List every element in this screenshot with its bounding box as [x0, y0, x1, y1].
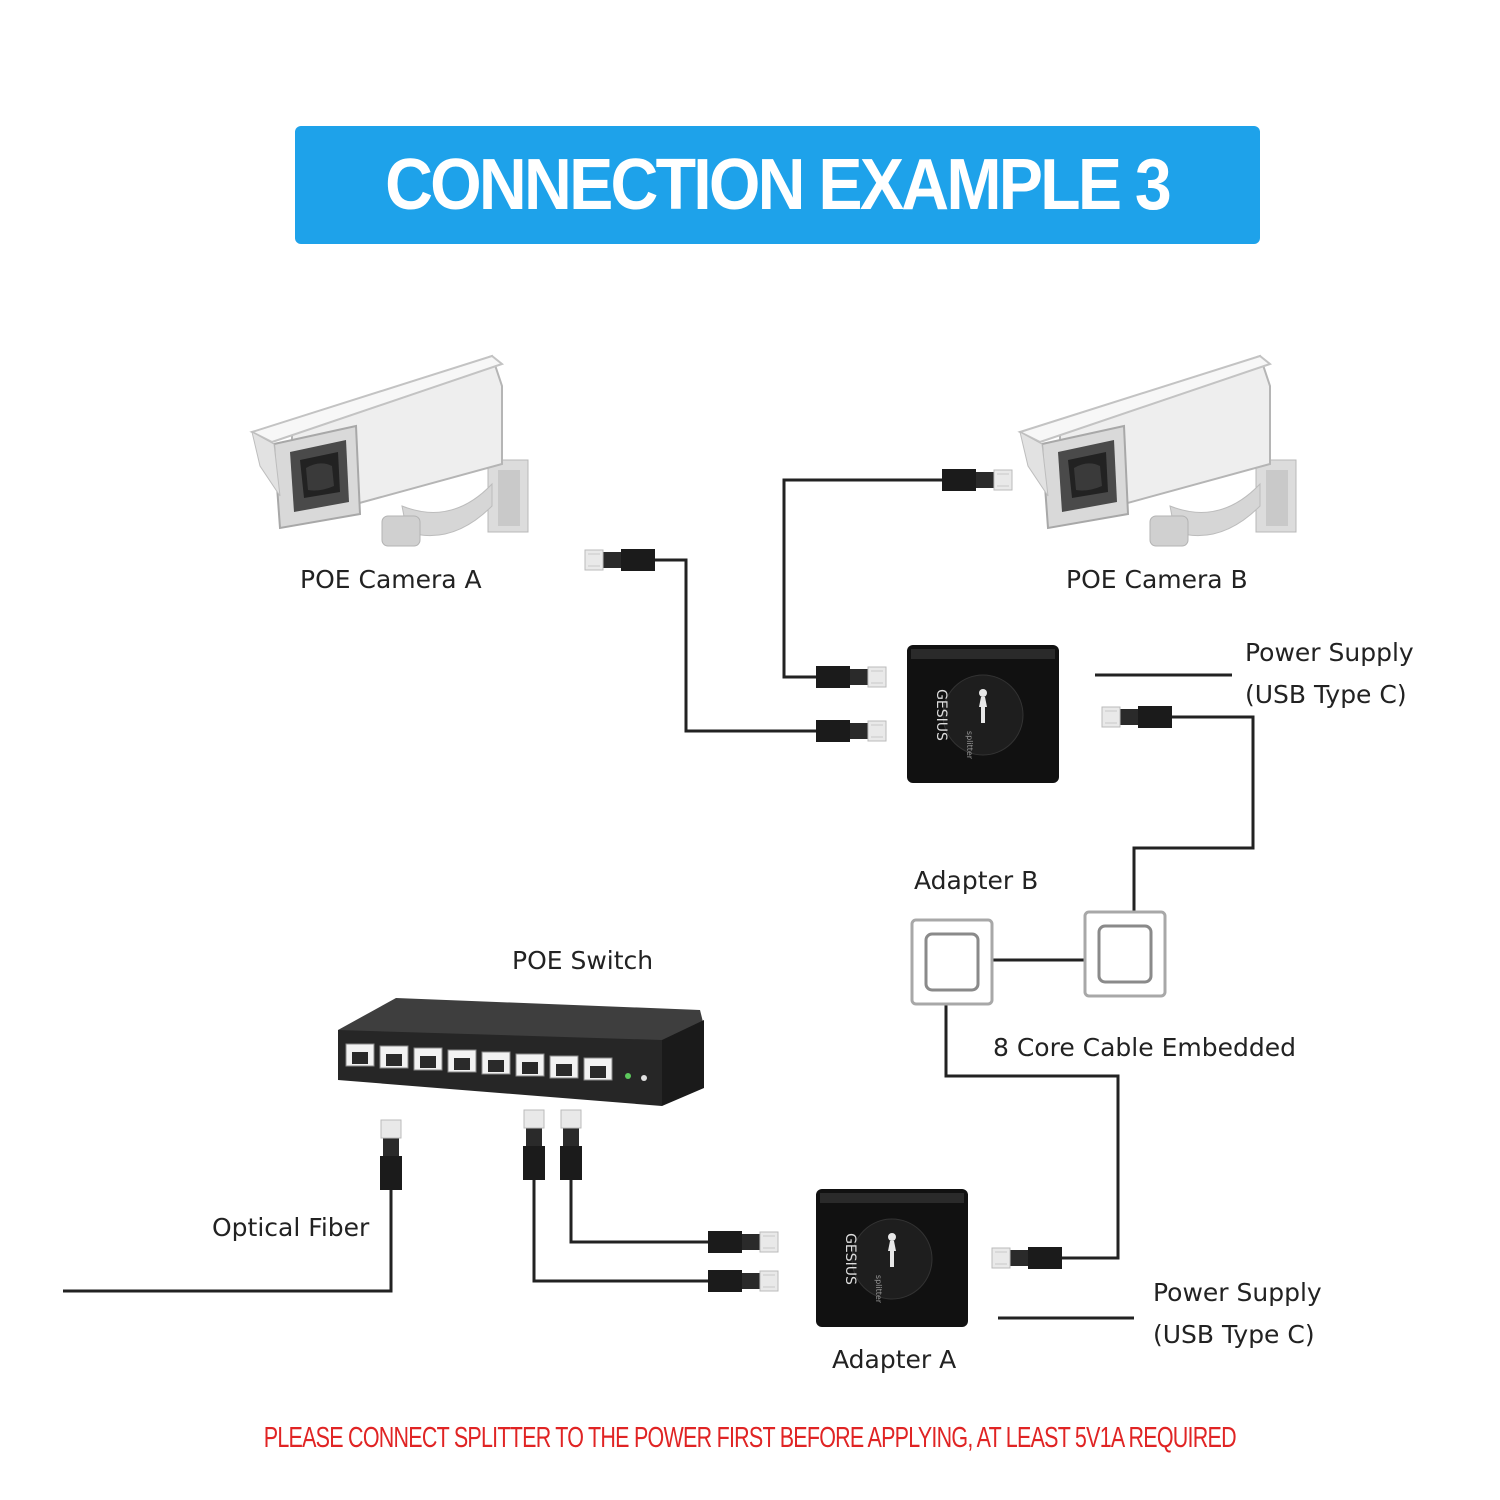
rj45-plug-icon: [584, 548, 656, 572]
rj45-plug-icon: [559, 1109, 583, 1181]
rj45-plug-icon: [707, 1269, 779, 1293]
power-supply-top-line1: Power Supply: [1245, 638, 1414, 667]
rj45-plug-icon: [379, 1119, 403, 1191]
rj45-plug-icon: [991, 1246, 1063, 1270]
power-supply-bottom-line2: (USB Type C): [1153, 1320, 1315, 1349]
adapter-a-label: Adapter A: [832, 1345, 957, 1374]
title-text: CONNECTION EXAMPLE 3: [385, 145, 1173, 225]
rj45-plug-icon: [941, 468, 1013, 492]
cable-splitter-b-out: [1132, 715, 1255, 912]
poe-switch-icon: [338, 998, 704, 1106]
poe-switch-label: POE Switch: [512, 946, 654, 975]
camera-b-label: POE Camera B: [1066, 565, 1248, 594]
rj45-plug-icon: [1101, 705, 1173, 729]
cable-camera-a: [655, 558, 816, 733]
rj45-plug-icon: [815, 665, 887, 689]
power-warning: PLEASE CONNECT SPLITTER TO THE POWER FIR…: [0, 1422, 1500, 1455]
camera-a-icon: [251, 355, 529, 547]
cable-switch-2: [569, 1180, 708, 1244]
adapter-b-label: Adapter B: [914, 866, 1039, 895]
splitter-a-icon: [815, 1188, 969, 1328]
power-supply-top-label: Power Supply (USB Type C): [1245, 632, 1414, 716]
rj45-plug-icon: [815, 719, 887, 743]
power-supply-bottom-line1: Power Supply: [1153, 1278, 1322, 1307]
power-warning-text: PLEASE CONNECT SPLITTER TO THE POWER FIR…: [263, 1422, 1237, 1454]
cable-camera-b: [782, 478, 942, 679]
rj45-plug-icon: [707, 1230, 779, 1254]
cable-fiber: [63, 1190, 393, 1293]
splitter-b-icon: [906, 644, 1060, 784]
cable-switch-1: [532, 1180, 708, 1283]
cable-adapter-b-down: [944, 1002, 1120, 1260]
wall-socket-b-icon: [1083, 910, 1167, 998]
cable-embedded-label: 8 Core Cable Embedded: [993, 1033, 1296, 1062]
power-supply-bottom-label: Power Supply (USB Type C): [1153, 1272, 1322, 1356]
title-banner: CONNECTION EXAMPLE 3: [295, 126, 1260, 244]
power-supply-top-line2: (USB Type C): [1245, 680, 1407, 709]
camera-a-label: POE Camera A: [300, 565, 482, 594]
rj45-plug-icon: [522, 1109, 546, 1181]
camera-b-icon: [1019, 355, 1297, 547]
wall-socket-a-icon: [910, 918, 994, 1006]
optical-fiber-label: Optical Fiber: [212, 1213, 370, 1242]
